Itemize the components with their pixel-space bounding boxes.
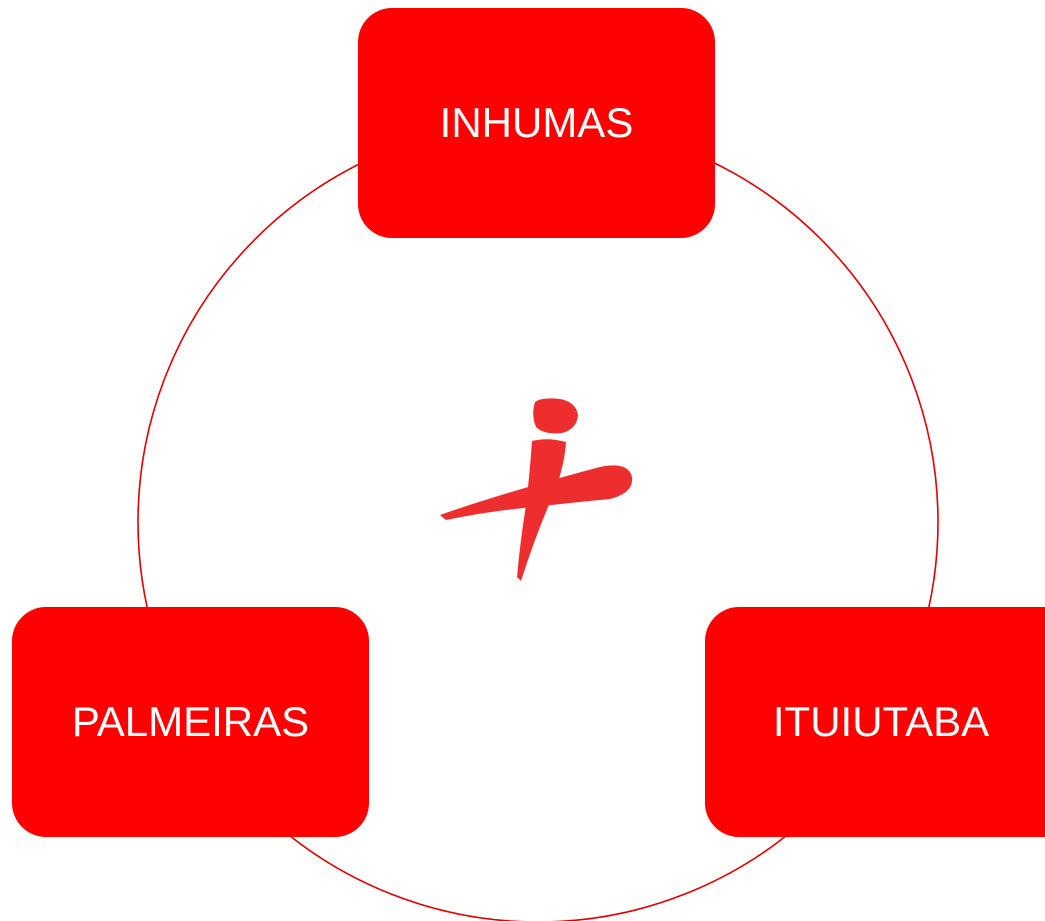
red-plus-figure-logo-icon bbox=[440, 398, 633, 581]
node-label: ITUIUTABA bbox=[772, 698, 990, 745]
node-ituiutaba: ITUIUTABA bbox=[705, 607, 1045, 837]
node-inhumas: INHUMAS bbox=[358, 8, 715, 238]
node-label: PALMEIRAS bbox=[71, 698, 310, 745]
node-palmeiras: PALMEIRAS bbox=[12, 607, 369, 837]
node-label: INHUMAS bbox=[439, 99, 634, 146]
